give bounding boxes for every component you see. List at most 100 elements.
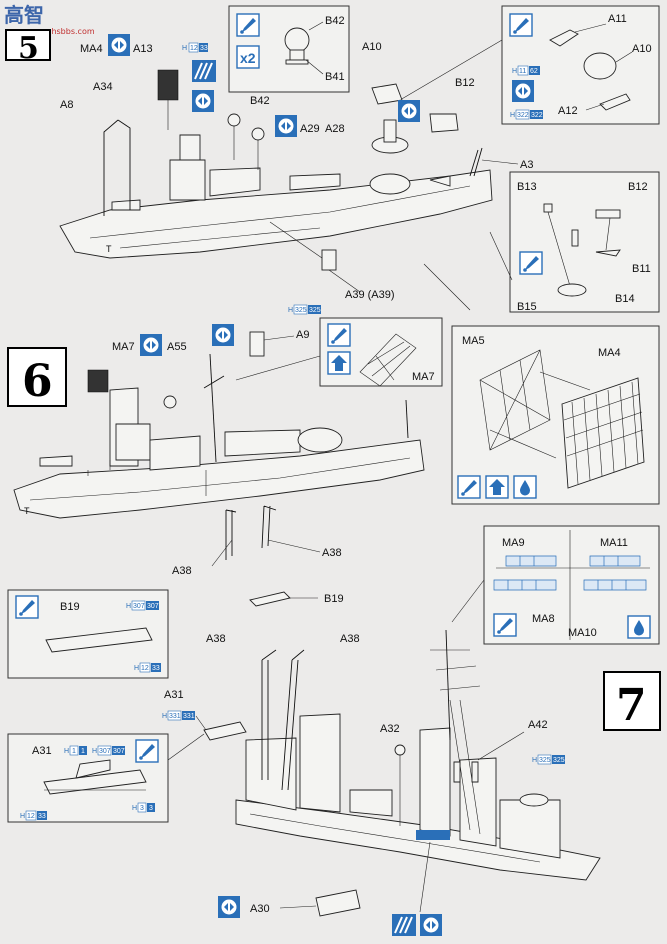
label-a39: A39 (A39) <box>345 289 395 301</box>
hcode-h307-307-b19: H 307 307 <box>126 600 159 611</box>
svg-text:33: 33 <box>38 813 46 820</box>
svg-text:325: 325 <box>295 307 307 314</box>
label-b15: B15 <box>517 301 537 313</box>
svg-text:307: 307 <box>99 748 111 755</box>
label-ma10: MA10 <box>568 627 597 639</box>
hcode-h331-331: H 331 331 <box>162 710 195 721</box>
label-ma5: MA5 <box>462 335 485 347</box>
hcode-h11-62: H 11 62 <box>512 65 540 76</box>
svg-text:307: 307 <box>133 603 145 610</box>
no-glue-icon <box>140 334 162 356</box>
svg-text:325: 325 <box>539 757 551 764</box>
step-5-number: 5 <box>18 31 39 66</box>
svg-text:H: H <box>20 813 25 820</box>
decal-stripes-icon <box>191 59 217 83</box>
label-a11: A11 <box>608 13 627 25</box>
glue-icon <box>493 613 517 637</box>
no-glue-icon <box>212 324 234 346</box>
svg-text:322: 322 <box>517 112 529 119</box>
b41-b42-parts <box>284 21 324 75</box>
hcode-h325-325-a42: H 325 325 <box>532 754 565 765</box>
svg-text:H: H <box>126 603 131 610</box>
label-b14: B14 <box>615 293 635 305</box>
svg-text:H: H <box>132 805 137 812</box>
glue-icon <box>457 475 481 499</box>
svg-text:H: H <box>134 665 139 672</box>
paint-drop-icon <box>513 475 537 499</box>
step-6-box <box>7 347 67 407</box>
svg-text:12: 12 <box>141 665 149 672</box>
watermark-logo: 高智 www.hsbbs.com <box>4 3 95 36</box>
svg-text:H: H <box>182 45 187 52</box>
no-glue-icon <box>218 896 240 918</box>
a31-inset-part <box>43 759 147 795</box>
hcode-h1-1: H 1 1 <box>64 745 87 756</box>
b11-b15-parts <box>543 203 621 297</box>
fold-up-icon <box>485 475 509 499</box>
svg-text:307: 307 <box>113 748 125 755</box>
label-b11: B11 <box>632 263 651 275</box>
svg-text:322: 322 <box>531 112 543 119</box>
label-a29: A29 <box>300 123 320 135</box>
label-a42: A42 <box>528 719 548 731</box>
glue-icon <box>236 13 260 37</box>
step-6-number: 6 <box>22 356 53 407</box>
a30-decal-strip <box>416 830 450 840</box>
svg-text:3: 3 <box>140 805 144 812</box>
label-a10-inset: A10 <box>632 43 652 55</box>
glue-icon <box>327 323 351 347</box>
ma4-part <box>561 377 645 489</box>
label-a13: A13 <box>133 43 153 55</box>
hcode-h12-33-a31: H 12 33 <box>20 810 47 821</box>
hcode-h3-3: H 3 3 <box>132 802 155 813</box>
label-b42: B42 <box>325 15 345 27</box>
label-b12-inset: B12 <box>628 181 648 193</box>
step-5: 5 H 12 33 x2 B42 B41 <box>5 5 660 315</box>
no-glue-icon <box>398 100 420 122</box>
no-glue-icon <box>512 80 534 102</box>
svg-text:H: H <box>288 307 293 314</box>
a30-part <box>315 889 361 917</box>
hcode-h307-307-a31: H 307 307 <box>92 745 125 756</box>
label-a55: A55 <box>167 341 187 353</box>
ma8-ma11-parts <box>493 530 650 640</box>
label-ma4-top: MA4 <box>80 43 103 55</box>
label-b12: B12 <box>455 77 475 89</box>
ma5-part <box>479 349 591 451</box>
svg-text:12: 12 <box>190 45 198 52</box>
label-a34: A34 <box>93 81 113 93</box>
hcode-h325-325-a39: H 325 325 <box>288 304 321 315</box>
svg-text:1: 1 <box>72 748 76 755</box>
svg-text:331: 331 <box>169 713 181 720</box>
svg-text:11: 11 <box>519 68 526 75</box>
decal-stripes-icon <box>391 913 417 937</box>
label-b41: B41 <box>325 71 345 83</box>
label-ma8: MA8 <box>532 613 555 625</box>
svg-text:H: H <box>512 68 517 75</box>
label-a12: A12 <box>558 105 578 117</box>
label-a3: A3 <box>520 159 533 171</box>
svg-text:H: H <box>92 748 97 755</box>
svg-text:x2: x2 <box>240 50 256 66</box>
label-ma4: MA4 <box>598 347 621 359</box>
svg-text:T: T <box>106 244 112 254</box>
svg-text:331: 331 <box>183 713 195 720</box>
glue-icon <box>135 739 159 763</box>
step-6: 6 MA7 A55 A9 MA7 T <box>7 317 660 679</box>
glue-icon <box>509 13 533 37</box>
hcode-h12-33-b19: H 12 33 <box>134 662 161 673</box>
svg-text:33: 33 <box>200 45 208 52</box>
label-b42-top: B42 <box>250 95 270 107</box>
label-b19-inset: B19 <box>60 601 80 613</box>
svg-text:33: 33 <box>152 665 160 672</box>
hcode-h322-322: H 322 322 <box>510 109 543 120</box>
no-glue-icon <box>275 115 297 137</box>
a38-parts <box>211 505 321 607</box>
svg-text:307: 307 <box>147 603 159 610</box>
svg-text:62: 62 <box>530 68 538 75</box>
label-a9: A9 <box>296 329 309 341</box>
fold-up-icon <box>327 351 351 375</box>
label-a28: A28 <box>325 123 345 135</box>
watermark-site: www.hsbbs.com <box>30 27 95 36</box>
